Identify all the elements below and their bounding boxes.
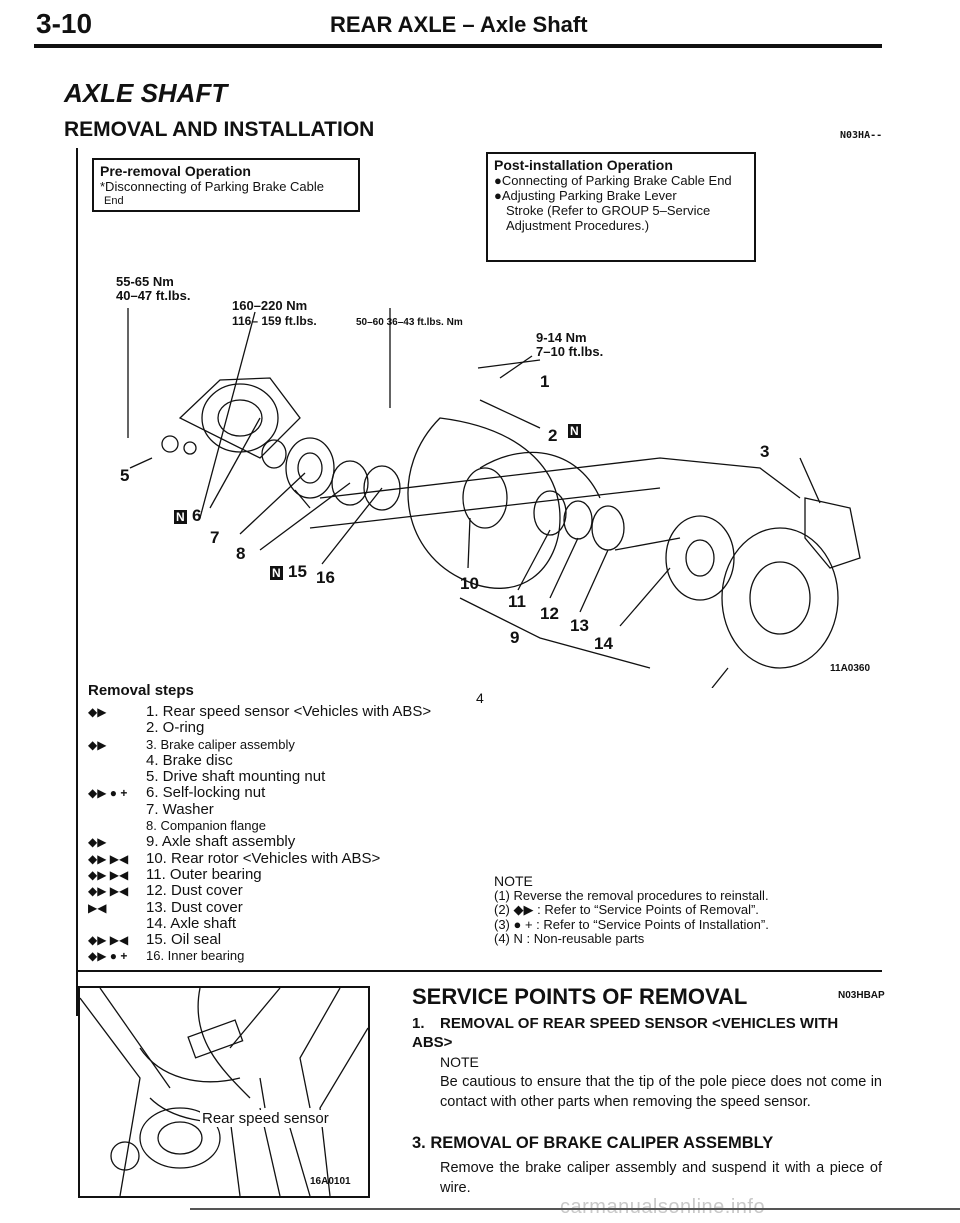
callout-number: 16 — [316, 568, 335, 587]
note-line: (4) N : Non-reusable parts — [494, 931, 645, 946]
pre-removal-box: Pre-removal Operation *Disconnecting of … — [92, 158, 360, 212]
post-installation-line: ●Connecting of Parking Brake Cable End — [494, 173, 732, 188]
note-line: (1) Reverse the removal procedures to re… — [494, 887, 769, 903]
list-item: ◆▶ ▶◀15. Oil seal — [88, 931, 222, 949]
list-item: 8. Companion flange — [146, 818, 266, 834]
section-divider — [76, 970, 882, 972]
service-point-3-title: 3. REMOVAL OF BRAKE CALIPER ASSEMBLY — [412, 1134, 774, 1152]
list-item: ◆▶1. Rear speed sensor <Vehicles with AB… — [88, 703, 432, 720]
service-point-1: 1.REMOVAL OF REAR SPEED SENSOR <VEHICLES… — [412, 1014, 882, 1052]
callout-number: 8 — [236, 544, 246, 563]
footer-rule — [190, 1208, 960, 1210]
note-line: (3) ● + : Refer to “Service Points of In… — [494, 916, 769, 932]
torque-label: 50–60 36–43 ft.lbs. Nm — [356, 317, 463, 328]
removal-steps-title: Removal steps — [88, 682, 194, 699]
removal-steps-list: ◆▶1. Rear speed sensor <Vehicles with AB… — [88, 704, 508, 965]
post-installation-line: ●Adjusting Parking Brake Lever — [494, 188, 677, 203]
removal-note: NOTE (1) Reverse the removal procedures … — [494, 874, 894, 947]
watermark: carmanualsonline.info — [560, 1196, 766, 1218]
speed-sensor-photo — [78, 986, 370, 1198]
service-points-title: SERVICE POINTS OF REMOVAL — [412, 984, 748, 1009]
note-title: NOTE — [494, 873, 533, 889]
post-installation-line: Stroke (Refer to GROUP 5–Service — [506, 203, 711, 218]
speed-sensor-illustration — [80, 988, 368, 1196]
list-item: ◆▶9. Axle shaft assembly — [88, 833, 296, 851]
list-item: 7. Washer — [146, 800, 214, 818]
callout-number: 3 — [760, 442, 770, 461]
pre-removal-line: *Disconnecting of Parking Brake Cable — [100, 179, 325, 194]
callout-number: 11 — [508, 592, 526, 611]
torque-label: 9-14 Nm — [536, 330, 587, 345]
list-item: 5. Drive shaft mounting nut — [146, 768, 326, 786]
callout-number: 9 — [510, 628, 520, 647]
torque-label: 40–47 ft.lbs. — [116, 288, 191, 303]
list-item: ◆▶ ▶◀12. Dust cover — [88, 882, 243, 900]
non-reusable-icon: N — [174, 510, 187, 524]
callout-number: 1 — [540, 372, 550, 391]
post-installation-title: Post-installation Operation — [494, 157, 673, 173]
service-point-1-note-title: NOTE — [440, 1054, 479, 1070]
note-line: (2) ◆▶ : Refer to “Service Points of Rem… — [494, 902, 759, 917]
non-reusable-icon: N — [270, 566, 283, 580]
non-reusable-icon: N — [568, 424, 581, 438]
service-point-number: 1. — [412, 1015, 425, 1032]
photo-code: 16A0101 — [310, 1176, 351, 1187]
callout-number: 5 — [120, 466, 130, 485]
list-item: ◆▶ ▶◀11. Outer bearing — [88, 865, 262, 883]
page-number: 3-10 — [36, 8, 93, 39]
post-installation-box: Post-installation Operation ●Connecting … — [486, 152, 756, 262]
callout-number: 13 — [570, 616, 589, 635]
callout-number: 14 — [594, 634, 613, 653]
list-item: ▶◀13. Dust cover — [88, 898, 243, 916]
service-points-code: N03HBAP — [838, 990, 885, 1001]
callout-number: 6 — [192, 506, 202, 525]
torque-label: 55-65 Nm — [116, 274, 174, 289]
section-subtitle: REMOVAL AND INSTALLATION — [64, 118, 375, 141]
service-point-1-title: REMOVAL OF REAR SPEED SENSOR <VEHICLES W… — [412, 1015, 839, 1051]
section-title: AXLE SHAFT — [64, 78, 228, 108]
torque-label: 116– 159 ft.lbs. — [232, 314, 317, 328]
list-item: 2. O-ring — [146, 719, 205, 737]
pre-removal-line: End — [104, 195, 124, 207]
list-item: ◆▶3. Brake caliper assembly — [88, 736, 295, 752]
exploded-diagram — [127, 308, 861, 688]
service-point-1-note: Be cautious to ensure that the tip of th… — [440, 1074, 882, 1110]
photo-label: Rear speed sensor — [200, 1110, 331, 1127]
section-code: N03HA-- — [840, 130, 883, 141]
callout-number: 7 — [210, 528, 220, 547]
list-item: 4. Brake disc — [146, 751, 233, 769]
service-point-3-text: Remove the brake caliper assembly and su… — [440, 1160, 882, 1196]
left-margin-rule — [76, 148, 78, 1016]
torque-label: 7–10 ft.lbs. — [536, 344, 604, 359]
pre-removal-title: Pre-removal Operation — [100, 163, 251, 179]
callout-number: 2 — [548, 426, 558, 445]
list-item: ◆▶ ▶◀10. Rear rotor <Vehicles with ABS> — [88, 849, 381, 867]
callout-number: 12 — [540, 604, 559, 623]
page-header-title: REAR AXLE – Axle Shaft — [330, 12, 588, 37]
callout-number: 10 — [460, 574, 479, 593]
list-item: ◆▶ ● +6. Self-locking nut — [88, 784, 266, 802]
post-installation-line: Adjustment Procedures.) — [506, 218, 650, 233]
callout-number: 15 — [288, 562, 307, 581]
list-item: 14. Axle shaft — [146, 914, 237, 932]
header-rule — [34, 44, 882, 48]
callout-number: 4 — [476, 690, 484, 706]
torque-label: 160–220 Nm — [232, 298, 308, 313]
figure-code: 11A0360 — [830, 663, 871, 674]
list-item: ◆▶ ● +16. Inner bearing — [88, 948, 245, 964]
